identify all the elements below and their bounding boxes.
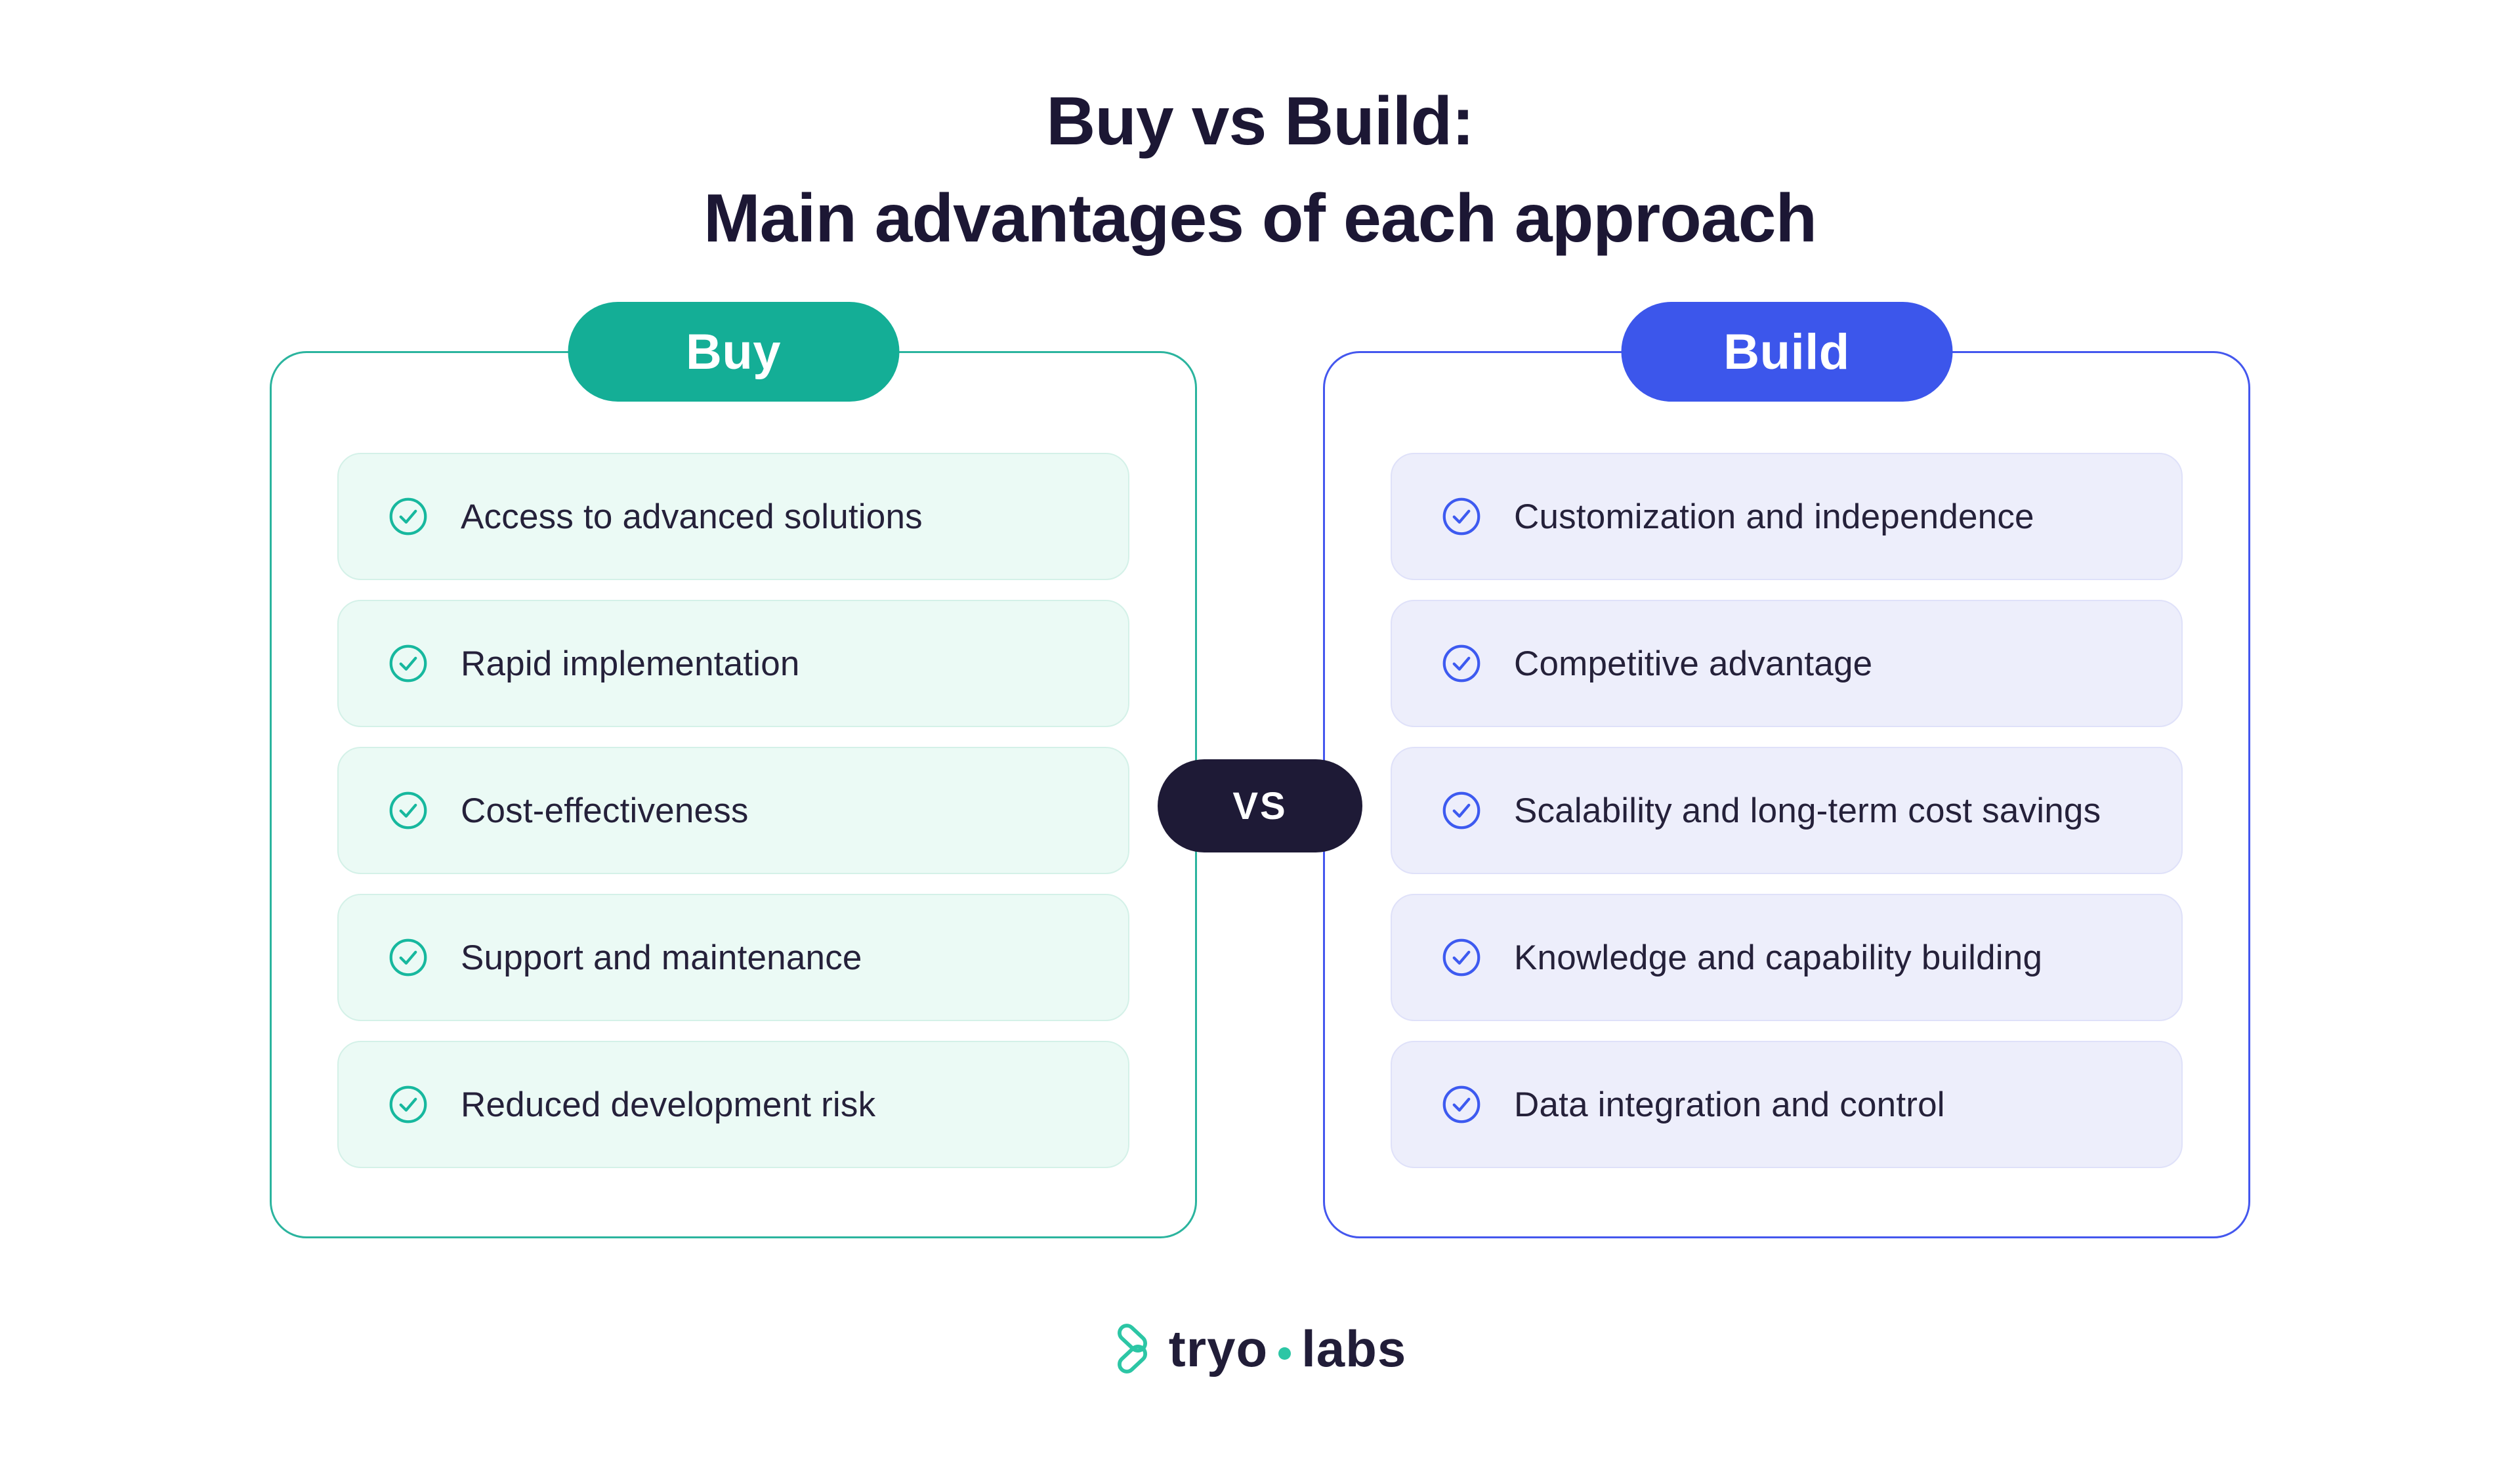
build-header-pill: Build <box>1621 302 1952 402</box>
check-circle-icon <box>1442 644 1481 683</box>
list-item: Data integration and control <box>1391 1041 2183 1169</box>
build-card: Build Customization and independence <box>1323 302 2250 1239</box>
list-item-label: Access to advanced solutions <box>461 497 923 536</box>
check-circle-icon <box>1442 1085 1481 1124</box>
check-circle-icon <box>388 497 428 536</box>
list-item: Access to advanced solutions <box>337 453 1129 581</box>
list-item: Cost-effectiveness <box>337 747 1129 875</box>
check-circle-icon <box>388 1085 428 1124</box>
logo-dot <box>1278 1347 1292 1360</box>
list-item: Reduced development risk <box>337 1041 1129 1169</box>
logo-word-labs: labs <box>1301 1319 1407 1377</box>
check-circle-icon <box>388 644 428 683</box>
list-item-label: Reduced development risk <box>461 1085 876 1124</box>
tryolabs-logo: tryo labs <box>0 1318 2520 1379</box>
list-item-label: Data integration and control <box>1514 1085 1945 1124</box>
buy-header-pill: Buy <box>568 302 899 402</box>
build-items-list: Customization and independence Competiti… <box>1325 353 2248 1169</box>
check-circle-icon <box>1442 791 1481 830</box>
list-item-label: Scalability and long-term cost savings <box>1514 791 2101 830</box>
list-item: Support and maintenance <box>337 894 1129 1022</box>
list-item: Rapid implementation <box>337 600 1129 728</box>
list-item: Knowledge and capability building <box>1391 894 2183 1022</box>
vs-badge: VS <box>1158 759 1362 853</box>
buy-card: Buy Access to advanced solutions <box>270 302 1197 1239</box>
logo-word-tryo: tryo <box>1168 1319 1269 1377</box>
list-item: Competitive advantage <box>1391 600 2183 728</box>
list-item-label: Customization and independence <box>1514 497 2034 536</box>
list-item: Customization and independence <box>1391 453 2183 581</box>
comparison-section: Buy Access to advanced solutions <box>270 302 2250 1239</box>
check-circle-icon <box>388 938 428 977</box>
page-title: Buy vs Build: Main advantages of each ap… <box>0 0 2520 267</box>
page-title-line-1: Buy vs Build: <box>1046 83 1475 159</box>
buy-items-list: Access to advanced solutions Rapid imple… <box>272 353 1195 1169</box>
check-circle-icon <box>1442 497 1481 536</box>
page-title-line-2: Main advantages of each approach <box>703 180 1817 257</box>
list-item-label: Support and maintenance <box>461 938 862 977</box>
list-item-label: Competitive advantage <box>1514 644 1873 683</box>
list-item-label: Cost-effectiveness <box>461 791 749 830</box>
check-circle-icon <box>1442 938 1481 977</box>
list-item: Scalability and long-term cost savings <box>1391 747 2183 875</box>
logo-text: tryo labs <box>1169 1319 1406 1379</box>
list-item-label: Rapid implementation <box>461 644 800 683</box>
check-circle-icon <box>388 791 428 830</box>
list-item-label: Knowledge and capability building <box>1514 938 2043 977</box>
tryolabs-chevron-icon <box>1114 1318 1152 1379</box>
